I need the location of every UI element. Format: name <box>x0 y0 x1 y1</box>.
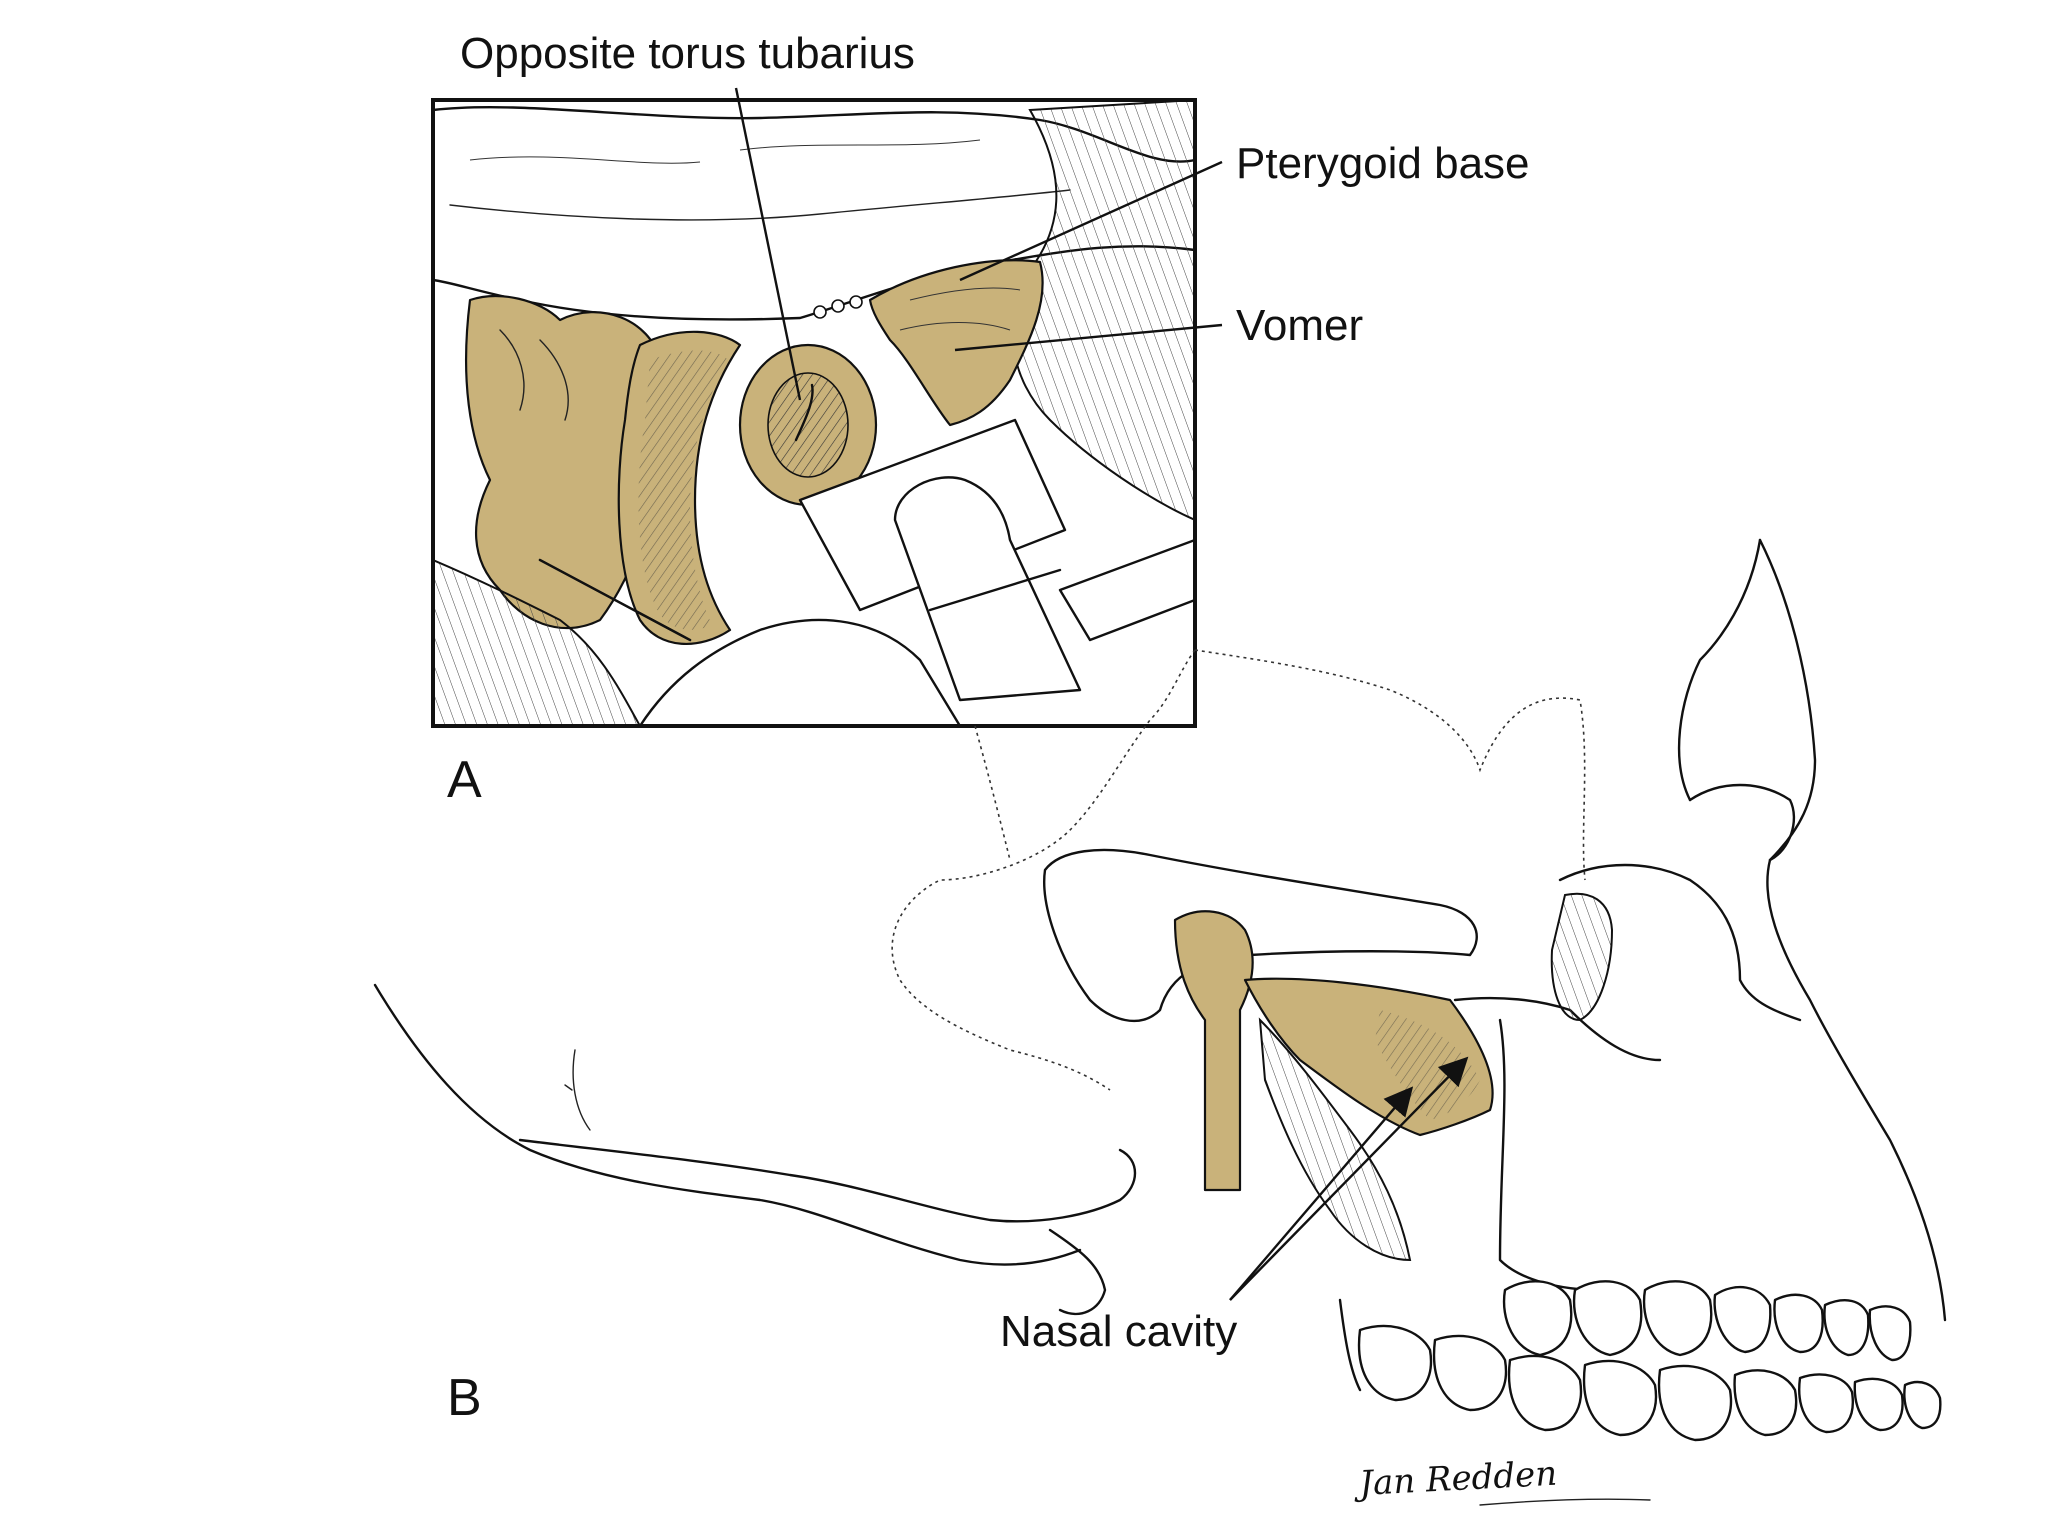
leader-vomer <box>954 323 1223 352</box>
connector-a-b <box>974 725 1011 861</box>
upper-teeth <box>1502 1280 1912 1362</box>
orbit <box>1558 863 1802 1022</box>
panel-label-a: A <box>447 751 482 809</box>
cranium-outline <box>373 983 1082 1266</box>
label-pterygoid-base: Pterygoid base <box>1236 139 1530 188</box>
label-vomer: Vomer <box>1236 301 1363 350</box>
svg-text:Jan Redden: Jan Redden <box>1352 1454 1558 1505</box>
panel-b-skull <box>373 538 1947 1442</box>
zygomatic-arch <box>518 1138 1137 1223</box>
sella-rim <box>1043 848 1478 1023</box>
panel-label-b: B <box>447 1369 482 1427</box>
label-nasal-cavity: Nasal cavity <box>1000 1307 1237 1356</box>
pterygoid-vomer-bone <box>868 259 1044 427</box>
panel-a-inset <box>431 98 1197 728</box>
artist-signature: Jan Redden <box>1352 1454 1651 1506</box>
inset-frame <box>431 98 1197 728</box>
septum-dots <box>813 295 863 319</box>
leader-nasal-2 <box>1229 1056 1469 1301</box>
leader-lines <box>734 87 1469 1301</box>
leader-pterygoid <box>959 160 1223 282</box>
sphenoid-bone-opening <box>1173 910 1254 1192</box>
lower-teeth <box>1357 1324 1942 1442</box>
leader-nasal-1 <box>1229 1086 1414 1301</box>
maxilla-face <box>1758 538 1947 1322</box>
text-labels: Opposite torus tubarius Pterygoid base V… <box>447 29 1530 1427</box>
lower-tissue <box>433 558 642 726</box>
speculum-handle <box>893 476 1082 702</box>
lacrimal-bone <box>1550 892 1614 1022</box>
speculum-arm <box>1058 538 1195 642</box>
coronal-suture <box>891 649 1196 1091</box>
leader-torus <box>734 87 802 401</box>
pterygoid-plates <box>1258 1017 1412 1262</box>
label-torus-tubarius: Opposite torus tubarius <box>460 29 915 78</box>
